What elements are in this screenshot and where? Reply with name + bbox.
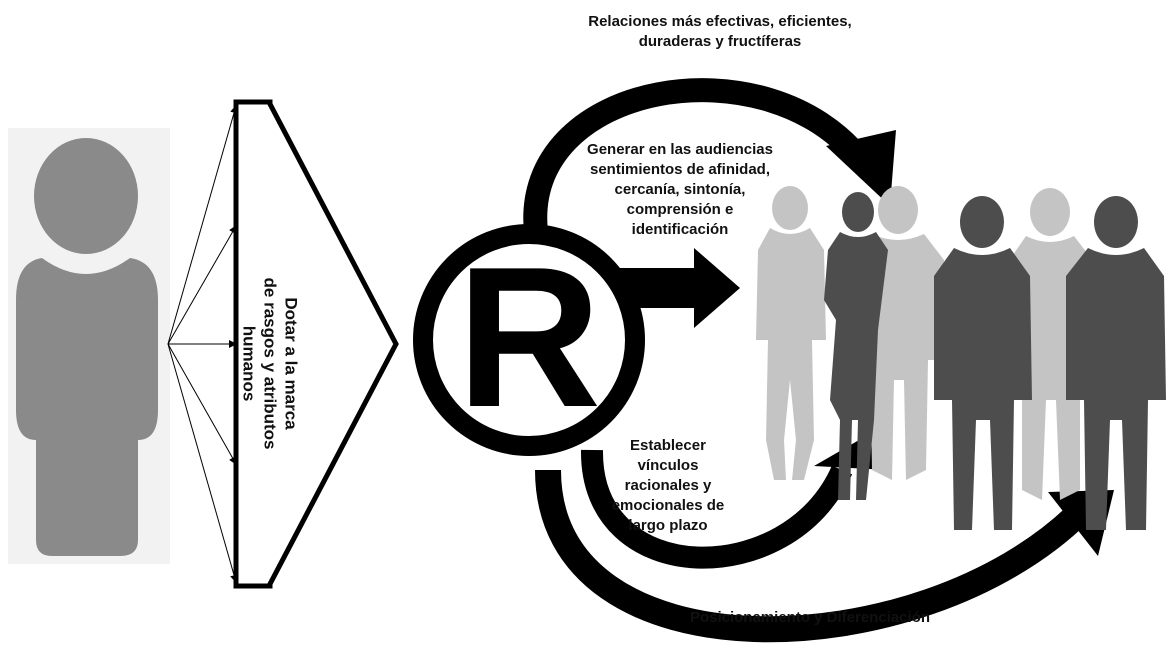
funnel-arrow [233,99,399,589]
registered-symbol-letter: R [456,226,602,449]
radiating-arrows [167,105,238,583]
people-silhouettes [756,186,1166,530]
top-arrow-relations [523,78,896,234]
funnel-label: Dotar a la marca de rasgos y atributos h… [239,277,301,450]
registered-circle [413,224,645,456]
label-affinity: Generar en las audiencias sentimientos d… [587,141,773,238]
person-icon [8,128,170,564]
label-bonds: Establecer vínculos racionales y emocion… [611,437,725,534]
label-relations: Relaciones más efectivas, eficientes, du… [588,13,852,50]
label-positioning: Posicionamiento y Diferenciación [689,609,931,626]
